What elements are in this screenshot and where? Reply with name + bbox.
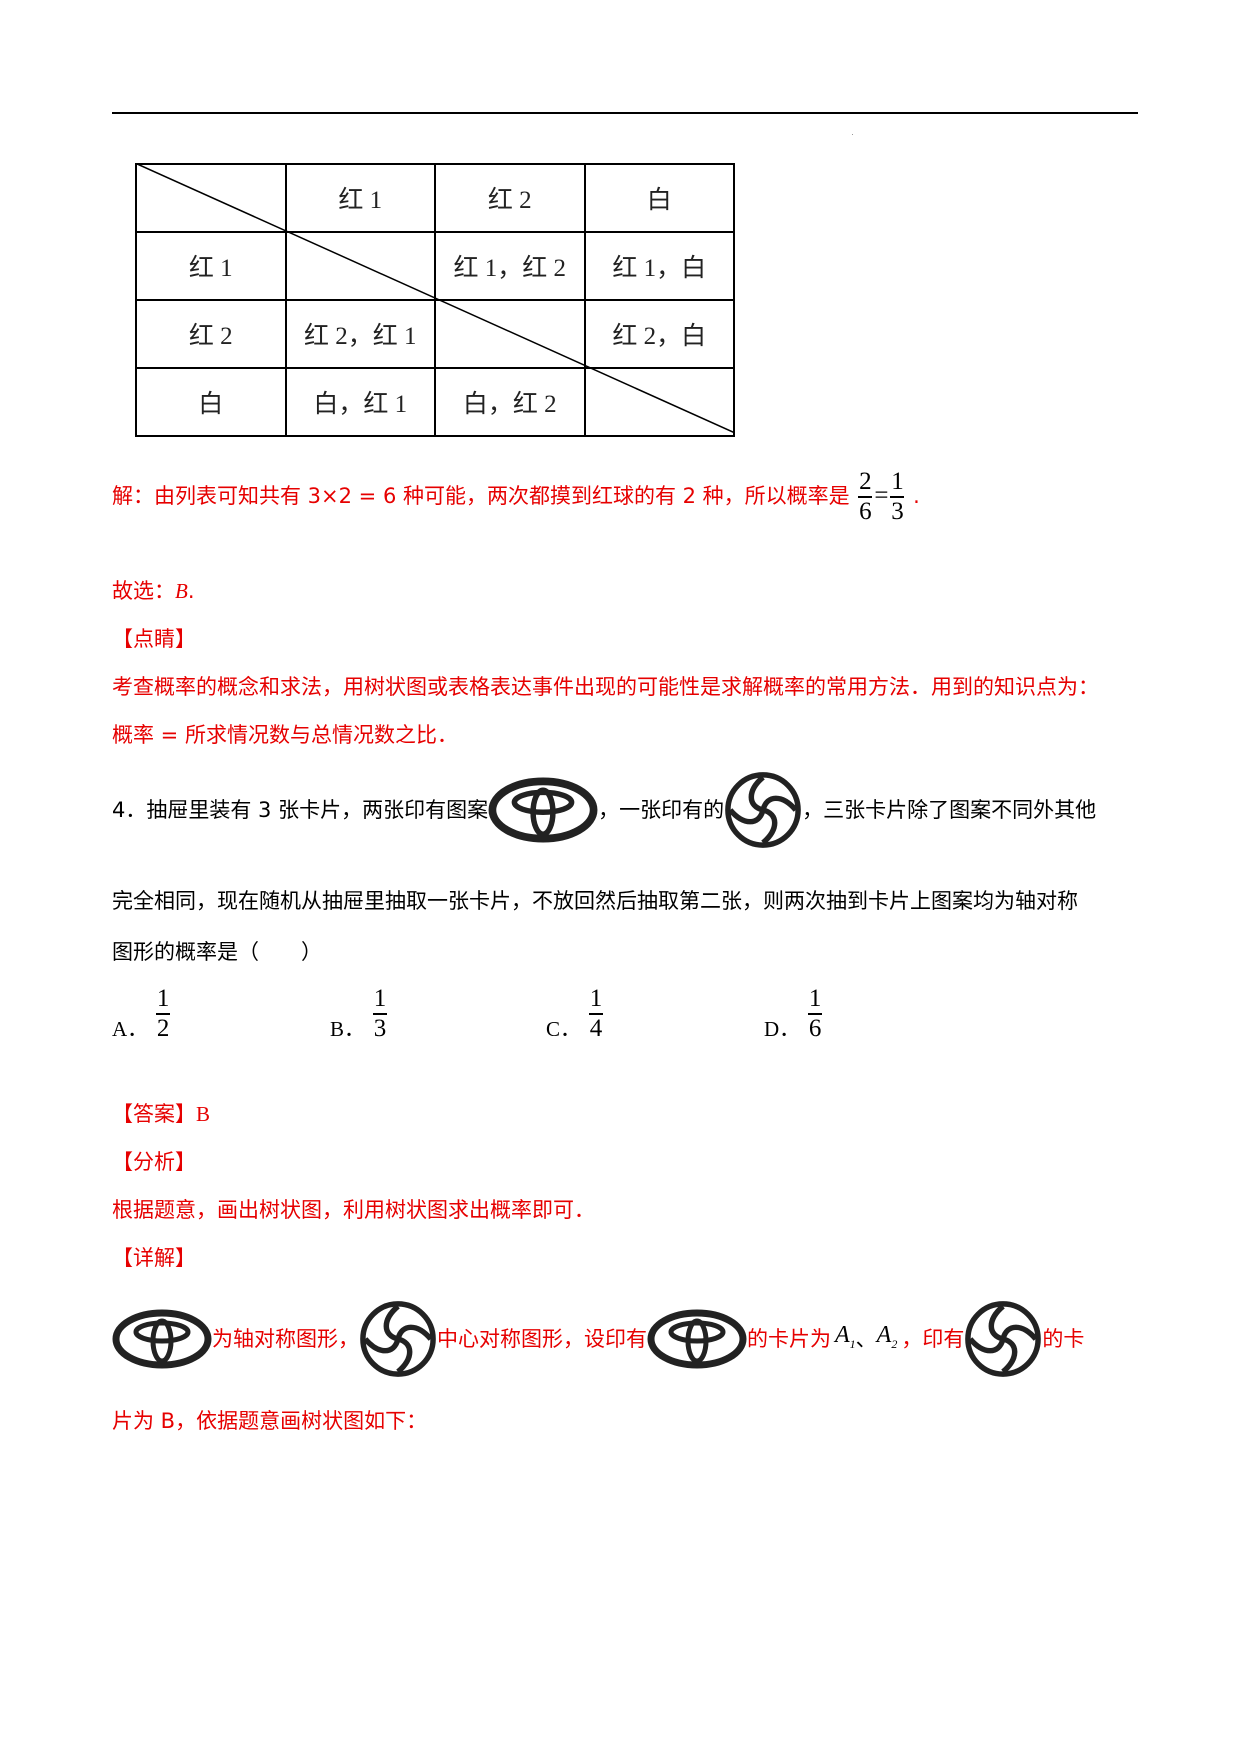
fraction-bar xyxy=(858,496,873,498)
table-cell: 白 xyxy=(135,367,287,437)
fraction-numerator: 1 xyxy=(808,985,822,1013)
variable-subscript: 1 xyxy=(849,1336,856,1351)
fraction-bar xyxy=(890,496,905,498)
question-text-part1: 4．抽屉里装有 3 张卡片，两张印有图案 xyxy=(112,798,489,822)
dianjing-text-2: 概率 = 所求情况数与总情况数之比． xyxy=(112,723,458,747)
equals-sign: = xyxy=(874,482,889,509)
table-cell: 红 1，白 xyxy=(583,231,735,301)
solution-text: 解：由列表可知共有 3×2 = 6 种可能，两次都摸到红球的有 2 种，所以概率… xyxy=(112,484,850,508)
question-text-part3: ，三张卡片除了图案不同外其他 xyxy=(802,798,1097,822)
table-cell xyxy=(284,231,436,301)
fraction-bar xyxy=(156,1013,171,1015)
variable-a1: A1 xyxy=(835,1290,856,1389)
option-label: A． xyxy=(112,1017,149,1041)
question-text-part2: ，一张印有的 xyxy=(598,798,725,822)
detail-text-2: 中心对称图形，设印有 xyxy=(437,1327,647,1352)
fraction-denominator: 6 xyxy=(859,497,872,525)
fraction-denominator: 3 xyxy=(891,497,904,525)
rotational-swirl-logo-icon xyxy=(964,1300,1042,1378)
option-fraction: 1 2 xyxy=(156,985,171,1043)
fraction-denominator: 6 xyxy=(808,1014,822,1042)
rotational-swirl-logo-icon xyxy=(724,771,802,849)
choose-period: . xyxy=(187,579,195,603)
question-line-3: 图形的概率是（ ） xyxy=(112,940,322,964)
answer-heading: 【答案】 xyxy=(112,1102,196,1126)
detail-text-4: ，印有 xyxy=(901,1327,965,1352)
separator: 、 xyxy=(855,1327,877,1352)
fraction-numerator: 1 xyxy=(891,468,904,496)
option-fraction: 1 3 xyxy=(373,985,388,1043)
option-fraction: 1 6 xyxy=(808,985,823,1043)
fraction-bar xyxy=(808,1013,823,1015)
option-label: C． xyxy=(546,1017,582,1041)
option-a[interactable]: A． 1 2 xyxy=(112,985,172,1043)
dianjing-heading: 【点睛】 xyxy=(112,627,196,651)
solution-line: 解：由列表可知共有 3×2 = 6 种可能，两次都摸到红球的有 2 种，所以概率… xyxy=(112,466,920,526)
variable-subscript: 2 xyxy=(891,1336,898,1351)
table-cell: 红 2，白 xyxy=(583,299,735,369)
analysis-text: 根据题意，画出树状图，利用树状图求出概率即可． xyxy=(112,1198,595,1222)
fraction-denominator: 4 xyxy=(589,1014,603,1042)
stray-dot xyxy=(852,134,853,135)
table-row: 白 白，红 1 白，红 2 xyxy=(135,367,735,437)
variable-letter: A xyxy=(835,1322,850,1348)
option-fraction: 1 4 xyxy=(589,985,604,1043)
answer-value: B xyxy=(196,1102,211,1126)
table-cell: 白 xyxy=(583,163,735,233)
toyota-logo-icon xyxy=(112,1306,212,1372)
table-corner-cell xyxy=(135,163,287,233)
variable-letter: A xyxy=(876,1322,892,1348)
question-line-1: 4．抽屉里装有 3 张卡片，两张印有图案 ，一张印有的 ，三张卡片除了图案不同外… xyxy=(112,770,1096,850)
fraction-bar xyxy=(373,1013,388,1015)
probability-table: 红 1 红 2 白 红 1 红 1，红 2 红 1，白 红 2 红 2，红 1 … xyxy=(135,163,735,437)
rotational-swirl-logo-icon xyxy=(359,1300,437,1378)
fraction-1-3: 1 3 xyxy=(890,468,905,526)
table-row: 红 2 红 2，红 1 红 2，白 xyxy=(135,299,735,369)
table-cell: 白，红 1 xyxy=(284,367,436,437)
choose-answer: B xyxy=(175,579,188,603)
option-b[interactable]: B． 1 3 xyxy=(330,985,389,1043)
dianjing-text-1: 考查概率的概念和求法，用树状图或表格表达事件出现的可能性是求解概率的常用方法．用… xyxy=(112,675,1099,699)
detail-text-1: 为轴对称图形， xyxy=(212,1327,359,1352)
option-label: B． xyxy=(330,1017,366,1041)
table-header-row: 红 1 红 2 白 xyxy=(135,163,735,233)
answer-line: 【答案】B xyxy=(112,1099,210,1129)
table-cell: 红 2 xyxy=(135,299,287,369)
option-c[interactable]: C． 1 4 xyxy=(546,985,605,1043)
detail-line-1: 为轴对称图形， 中心对称图形，设印有 的卡片为 A1 、 A2 ，印有 的卡 xyxy=(112,1290,1084,1389)
fraction-numerator: 2 xyxy=(859,468,872,496)
table-cell: 白，红 2 xyxy=(434,367,586,437)
solution-period: . xyxy=(913,484,920,508)
option-d[interactable]: D． 1 6 xyxy=(764,985,824,1043)
option-label: D． xyxy=(764,1017,801,1041)
detail-text-5: 的卡 xyxy=(1042,1327,1085,1352)
toyota-logo-icon xyxy=(488,777,598,843)
table-cell: 红 1 xyxy=(135,231,287,301)
fraction-denominator: 2 xyxy=(156,1014,170,1042)
table-row: 红 1 红 1，红 2 红 1，白 xyxy=(135,231,735,301)
detail-heading: 【详解】 xyxy=(112,1246,196,1270)
analysis-heading: 【分析】 xyxy=(112,1150,196,1174)
table-cell: 红 2 xyxy=(434,163,586,233)
table-cell: 红 1，红 2 xyxy=(434,231,586,301)
fraction-2-6: 2 6 xyxy=(858,468,873,526)
fraction-numerator: 1 xyxy=(156,985,170,1013)
variable-a2: A2 xyxy=(877,1290,898,1389)
question-line-2: 完全相同，现在随机从抽屉里抽取一张卡片，不放回然后抽取第二张，则两次抽到卡片上图… xyxy=(112,889,1078,913)
fraction-bar xyxy=(589,1013,604,1015)
fraction-numerator: 1 xyxy=(373,985,387,1013)
table-cell xyxy=(434,299,586,369)
detail-line-2: 片为 B，依据题意画树状图如下： xyxy=(112,1409,428,1433)
table-cell: 红 2，红 1 xyxy=(284,299,436,369)
toyota-logo-icon xyxy=(647,1306,747,1372)
detail-text-3: 的卡片为 xyxy=(747,1327,831,1352)
header-rule xyxy=(112,112,1138,114)
choose-prefix: 故选： xyxy=(112,579,175,603)
table-cell xyxy=(583,367,735,437)
fraction-denominator: 3 xyxy=(373,1014,387,1042)
choose-line: 故选：B. xyxy=(112,576,195,606)
table-cell: 红 1 xyxy=(284,163,436,233)
fraction-numerator: 1 xyxy=(589,985,603,1013)
